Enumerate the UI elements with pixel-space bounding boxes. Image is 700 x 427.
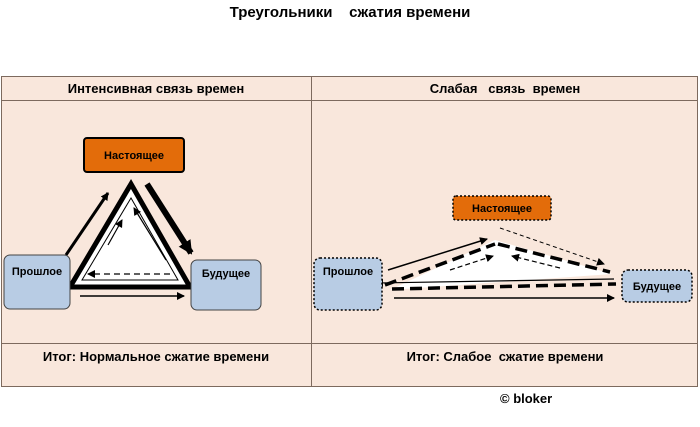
weak-inner-future-to-present-arrow (511, 253, 561, 269)
left-triangle (65, 179, 195, 290)
credit-text: © bloker (500, 391, 553, 406)
past-to-present-arrow (64, 192, 110, 256)
inner-past-to-present-arrow (107, 219, 123, 246)
left-past-node: Прошлое (3, 254, 71, 310)
weak-past-to-present-arrow (387, 237, 488, 271)
right-present-label: Настоящее (472, 203, 532, 215)
right-future-label: Будущее (633, 281, 681, 293)
weak-future-to-past-arrow (375, 278, 615, 287)
weak-present-to-future-arrow (499, 227, 605, 266)
right-past-label: Прошлое (323, 266, 373, 278)
column-divider (311, 76, 312, 387)
right-arrows (375, 227, 615, 302)
left-arrows (64, 182, 194, 300)
right-panel-footer: Итог: Слабое сжатие времени (406, 349, 604, 364)
left-present-label: Настоящее (104, 150, 164, 162)
present-to-future-arrow (144, 182, 194, 255)
right-future-node: Будущее (621, 269, 693, 303)
header-divider (1, 100, 698, 101)
left-present-node: Настоящее (83, 137, 185, 173)
left-future-label: Будущее (202, 268, 250, 280)
left-future-node: Будущее (190, 259, 262, 311)
right-present-node: Настоящее (452, 195, 552, 221)
right-panel-header: Слабая связь времен (429, 81, 581, 96)
inner-future-to-present-arrow (133, 207, 167, 261)
left-past-label: Прошлое (12, 266, 62, 278)
footer-divider (1, 343, 698, 344)
right-triangle (384, 240, 617, 291)
left-panel-footer: Итог: Нормальное сжатие времени (42, 349, 270, 364)
right-past-node: Прошлое (313, 257, 383, 311)
diagram-title: Треугольники сжатия времени (229, 4, 471, 21)
left-panel-header: Интенсивная связь времен (67, 81, 245, 96)
